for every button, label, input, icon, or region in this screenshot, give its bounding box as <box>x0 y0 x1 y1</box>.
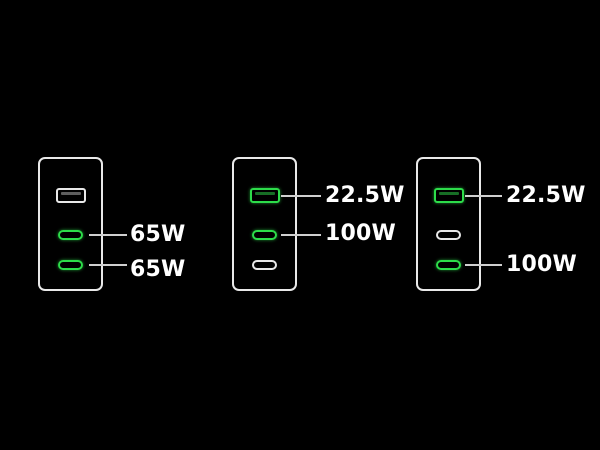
charger-2-body <box>232 157 297 291</box>
charger-1-port-3-watt-label: 65W <box>130 257 186 282</box>
charger-1-body <box>38 157 103 291</box>
charger-2-usb-c-port-2 <box>252 260 277 270</box>
charger-2-usb-c-port-1 <box>252 230 277 240</box>
charger-3-usb-c-port-2 <box>436 260 461 270</box>
charger-3-usb-a-port <box>434 188 464 203</box>
charger-3-usb-c-port-1 <box>436 230 461 240</box>
charger-3-port-1-leader-line <box>465 195 502 197</box>
charger-1-usb-c-port-2 <box>58 260 83 270</box>
charger-1-port-3-leader-line <box>89 264 127 266</box>
charger-2-usb-a-port <box>250 188 280 203</box>
charger-1-usb-c-port-1 <box>58 230 83 240</box>
charger-2-port-2-leader-line <box>281 234 321 236</box>
charger-3-port-1-watt-label: 22.5W <box>506 183 586 208</box>
charger-3-body <box>416 157 481 291</box>
charger-2-port-1-leader-line <box>281 195 321 197</box>
charger-1-usb-a-port <box>56 188 86 203</box>
charger-3-port-3-leader-line <box>465 264 502 266</box>
charger-1-port-2-leader-line <box>89 234 127 236</box>
charger-3-port-3-watt-label: 100W <box>506 252 577 277</box>
charger-2-port-1-watt-label: 22.5W <box>325 183 405 208</box>
charger-2-port-2-watt-label: 100W <box>325 221 396 246</box>
charger-1-port-2-watt-label: 65W <box>130 222 186 247</box>
